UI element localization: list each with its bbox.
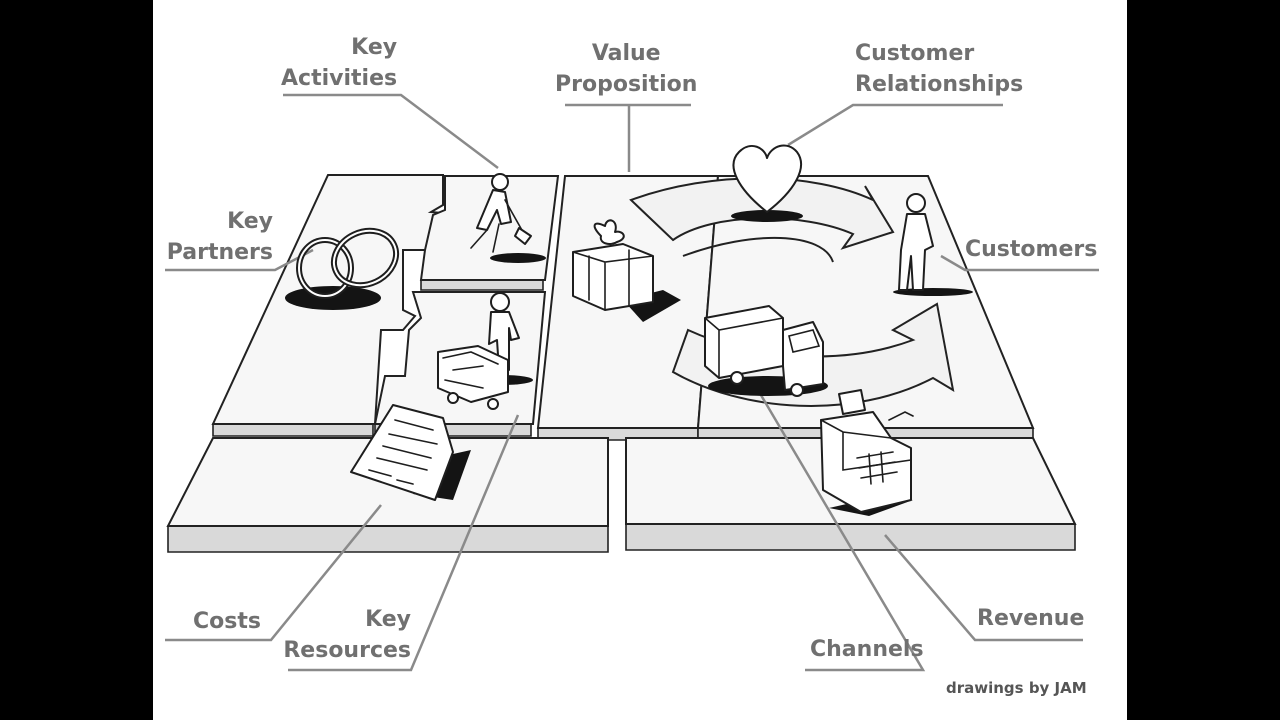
cash-register-icon <box>820 389 914 516</box>
label-key-resources-line2: Resources <box>283 638 411 663</box>
label-key-activities-line1: Key <box>351 35 398 60</box>
leader-lines <box>165 93 1099 672</box>
drawings-credit: drawings by JAM <box>946 679 1087 697</box>
label-key-partners: Key Partners <box>163 206 273 268</box>
label-key-activities: Key Activities <box>281 32 397 94</box>
label-costs: Costs <box>193 609 261 634</box>
business-model-canvas: Key Activities Value Proposition Custome… <box>153 0 1127 720</box>
label-key-activities-line2: Activities <box>281 66 398 91</box>
person-pushing-cart-icon <box>437 292 533 410</box>
label-key-partners-line1: Key <box>227 209 273 234</box>
label-customers: Customers <box>965 237 1098 262</box>
label-value-proposition-line2: Proposition <box>555 72 698 97</box>
revenue-block <box>625 437 1077 551</box>
delivery-truck-icon <box>704 305 828 397</box>
label-customer-relationships: Customer Relationships <box>855 38 1023 100</box>
label-customer-relationships-line1: Customer <box>855 41 975 66</box>
label-value-proposition: Value Proposition <box>555 38 697 100</box>
label-value-proposition-line1: Value <box>591 41 661 66</box>
label-customer-relationships-line2: Relationships <box>855 72 1024 97</box>
label-key-resources-line1: Key <box>365 607 411 632</box>
label-revenue: Revenue <box>977 606 1085 631</box>
label-channels: Channels <box>810 637 924 662</box>
gift-box-icon <box>572 219 681 322</box>
invoice-paper-icon <box>350 404 471 501</box>
label-key-partners-line2: Partners <box>166 240 273 265</box>
digging-person-icon <box>470 173 546 263</box>
label-key-resources: Key Resources <box>281 604 411 666</box>
standing-customer-icon <box>893 193 973 296</box>
rings-icon <box>285 227 400 310</box>
canvas-drawing <box>165 93 1099 672</box>
heart-icon <box>731 144 803 222</box>
